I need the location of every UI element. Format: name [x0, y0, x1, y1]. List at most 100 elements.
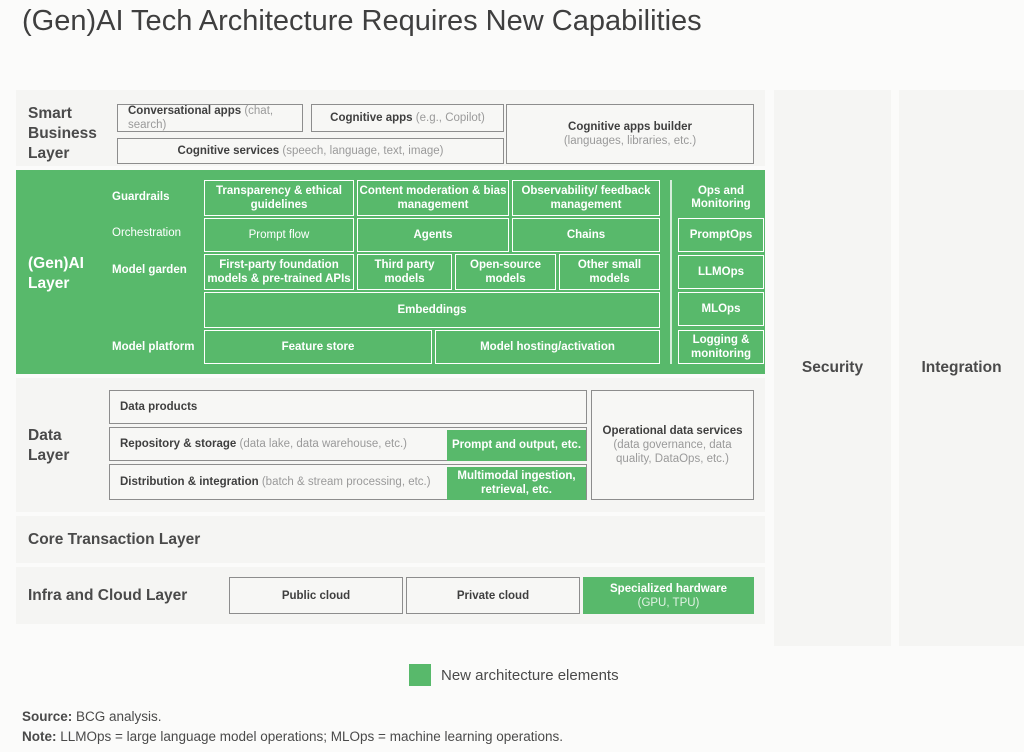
label-line: Data — [28, 427, 62, 444]
genai-layer-band: (Gen)AI Layer Guardrails Orchestration M… — [16, 170, 765, 374]
highlight-line: retrieval, etc. — [481, 484, 552, 496]
highlight-title: Prompt and output, etc. — [451, 439, 582, 451]
box-transparency-ethical-guidelines[interactable]: Transparency & ethical guidelines — [204, 180, 354, 216]
box-subtitle: (e.g., Copilot) — [415, 112, 485, 124]
box-cognitive-apps-builder[interactable]: Cognitive apps builder (languages, libra… — [506, 104, 754, 164]
box-other-small-models[interactable]: Other small models — [559, 254, 660, 290]
box-title: Public cloud — [281, 589, 351, 602]
box-title: Operational data services — [602, 425, 743, 437]
box-title: Content moderation & bias management — [359, 185, 507, 211]
row-label-orchestration: Orchestration — [112, 227, 182, 239]
box-title: First-party foundation models & pre-trai… — [207, 259, 351, 285]
box-title: Conversational apps — [128, 105, 242, 117]
box-model-hosting-activation[interactable]: Model hosting/activation — [435, 330, 660, 364]
box-llmops[interactable]: LLMOps — [678, 255, 764, 289]
box-title: Prompt flow — [248, 229, 310, 241]
highlight-prompt-and-output[interactable]: Prompt and output, etc. — [447, 429, 586, 461]
box-prompt-flow[interactable]: Prompt flow — [204, 218, 354, 252]
footer-notes: Source: BCG analysis. Note: LLMOps = lar… — [22, 707, 563, 747]
box-first-party-foundation-models[interactable]: First-party foundation models & pre-trai… — [204, 254, 354, 290]
box-title: PromptOps — [689, 229, 753, 241]
layer-stack: Smart Business Layer Conversational apps… — [16, 90, 765, 628]
box-title: Distribution & integration — [120, 476, 259, 488]
box-title: Transparency & ethical guidelines — [216, 185, 342, 211]
box-cognitive-services[interactable]: Cognitive services (speech, language, te… — [117, 138, 504, 164]
legend-label: New architecture elements — [441, 666, 619, 684]
box-distribution-integration[interactable]: Distribution & integration (batch & stre… — [109, 464, 587, 500]
integration-column[interactable]: Integration — [899, 90, 1024, 646]
footer-note-text: LLMOps = large language model operations… — [56, 729, 564, 744]
box-subtitle: (speech, language, text, image) — [282, 145, 444, 157]
box-title: Repository & storage — [120, 438, 237, 450]
page-title: (Gen)AI Tech Architecture Requires New C… — [22, 5, 702, 37]
label-line: Layer — [28, 447, 70, 464]
box-agents[interactable]: Agents — [357, 218, 509, 252]
box-subtitle-line: quality, DataOps, etc.) — [616, 453, 729, 465]
box-embeddings[interactable]: Embeddings — [204, 292, 660, 328]
box-subtitle: (data lake, data warehouse, etc.) — [239, 438, 408, 450]
box-third-party-models[interactable]: Third party models — [357, 254, 452, 290]
footer-note-label: Note: — [22, 729, 57, 744]
box-specialized-hardware[interactable]: Specialized hardware (GPU, TPU) — [583, 577, 754, 614]
box-title: Embeddings — [397, 304, 467, 316]
ops-and-monitoring-header: Ops and Monitoring — [678, 185, 764, 211]
box-title: Logging & monitoring — [690, 334, 752, 360]
box-title: Observability/ feedback management — [521, 185, 651, 211]
infra-cloud-layer-label: Infra and Cloud Layer — [28, 587, 188, 604]
box-private-cloud[interactable]: Private cloud — [406, 577, 580, 614]
box-subtitle: (batch & stream processing, etc.) — [261, 476, 431, 488]
box-operational-data-services[interactable]: Operational data services (data governan… — [591, 390, 754, 500]
footer-source-label: Source: — [22, 709, 73, 724]
row-label-guardrails: Guardrails — [112, 191, 170, 203]
genai-layer-label: (Gen)AI Layer — [28, 254, 84, 294]
footer-note-line: Note: LLMOps = large language model oper… — [22, 727, 563, 747]
box-title: Open-source models — [470, 259, 541, 285]
box-subtitle: (GPU, TPU) — [637, 596, 700, 609]
box-feature-store[interactable]: Feature store — [204, 330, 432, 364]
data-layer-band: Data Layer Data products Repository & st… — [16, 378, 765, 512]
box-observability-feedback-management[interactable]: Observability/ feedback management — [512, 180, 660, 216]
box-title: Model hosting/activation — [480, 341, 615, 353]
box-title: Data products — [120, 401, 198, 413]
box-logging-monitoring[interactable]: Logging & monitoring — [678, 330, 764, 364]
box-title: MLOps — [701, 303, 741, 315]
box-title: Cognitive apps — [330, 112, 413, 124]
box-cognitive-apps[interactable]: Cognitive apps (e.g., Copilot) — [311, 104, 504, 132]
highlight-line: Multimodal ingestion, — [457, 470, 576, 482]
highlight-multimodal-ingestion[interactable]: Multimodal ingestion, retrieval, etc. — [447, 466, 586, 500]
smart-business-layer-band: Smart Business Layer Conversational apps… — [16, 90, 765, 166]
box-repository-storage[interactable]: Repository & storage (data lake, data wa… — [109, 427, 587, 461]
box-data-products[interactable]: Data products — [109, 390, 587, 424]
legend-swatch-icon — [409, 664, 431, 686]
box-mlops[interactable]: MLOps — [678, 292, 764, 326]
core-transaction-layer-label: Core Transaction Layer — [28, 531, 201, 548]
core-transaction-layer-band: Core Transaction Layer — [16, 516, 765, 563]
smart-business-layer-label: Smart Business Layer — [28, 104, 97, 164]
legend: New architecture elements — [409, 664, 619, 686]
box-content-moderation-bias-management[interactable]: Content moderation & bias management — [357, 180, 509, 216]
box-subtitle-line: (data governance, data — [613, 439, 732, 451]
label-line: Business — [28, 125, 97, 142]
infra-cloud-layer-band: Infra and Cloud Layer Public cloud Priva… — [16, 567, 765, 624]
box-public-cloud[interactable]: Public cloud — [229, 577, 403, 614]
box-subtitle: (languages, libraries, etc.) — [563, 135, 697, 147]
box-title: Cognitive services — [177, 145, 280, 157]
footer-source-text: BCG analysis. — [72, 709, 162, 724]
box-title: Other small models — [577, 259, 642, 285]
security-column[interactable]: Security — [774, 90, 891, 646]
label-line: Layer — [28, 145, 70, 162]
security-column-label: Security — [801, 359, 864, 376]
box-title: Specialized hardware — [610, 582, 727, 595]
footer-source-line: Source: BCG analysis. — [22, 707, 563, 727]
box-conversational-apps[interactable]: Conversational apps (chat, search) — [117, 104, 303, 132]
box-open-source-models[interactable]: Open-source models — [455, 254, 556, 290]
box-title: Third party models — [374, 259, 435, 285]
header-line: Ops and — [697, 185, 744, 197]
ops-divider — [670, 180, 672, 364]
box-title: Cognitive apps builder — [568, 121, 692, 133]
box-promptops[interactable]: PromptOps — [678, 218, 764, 252]
box-title: Agents — [413, 229, 453, 241]
label-line: (Gen)AI — [28, 255, 84, 272]
box-chains[interactable]: Chains — [512, 218, 660, 252]
